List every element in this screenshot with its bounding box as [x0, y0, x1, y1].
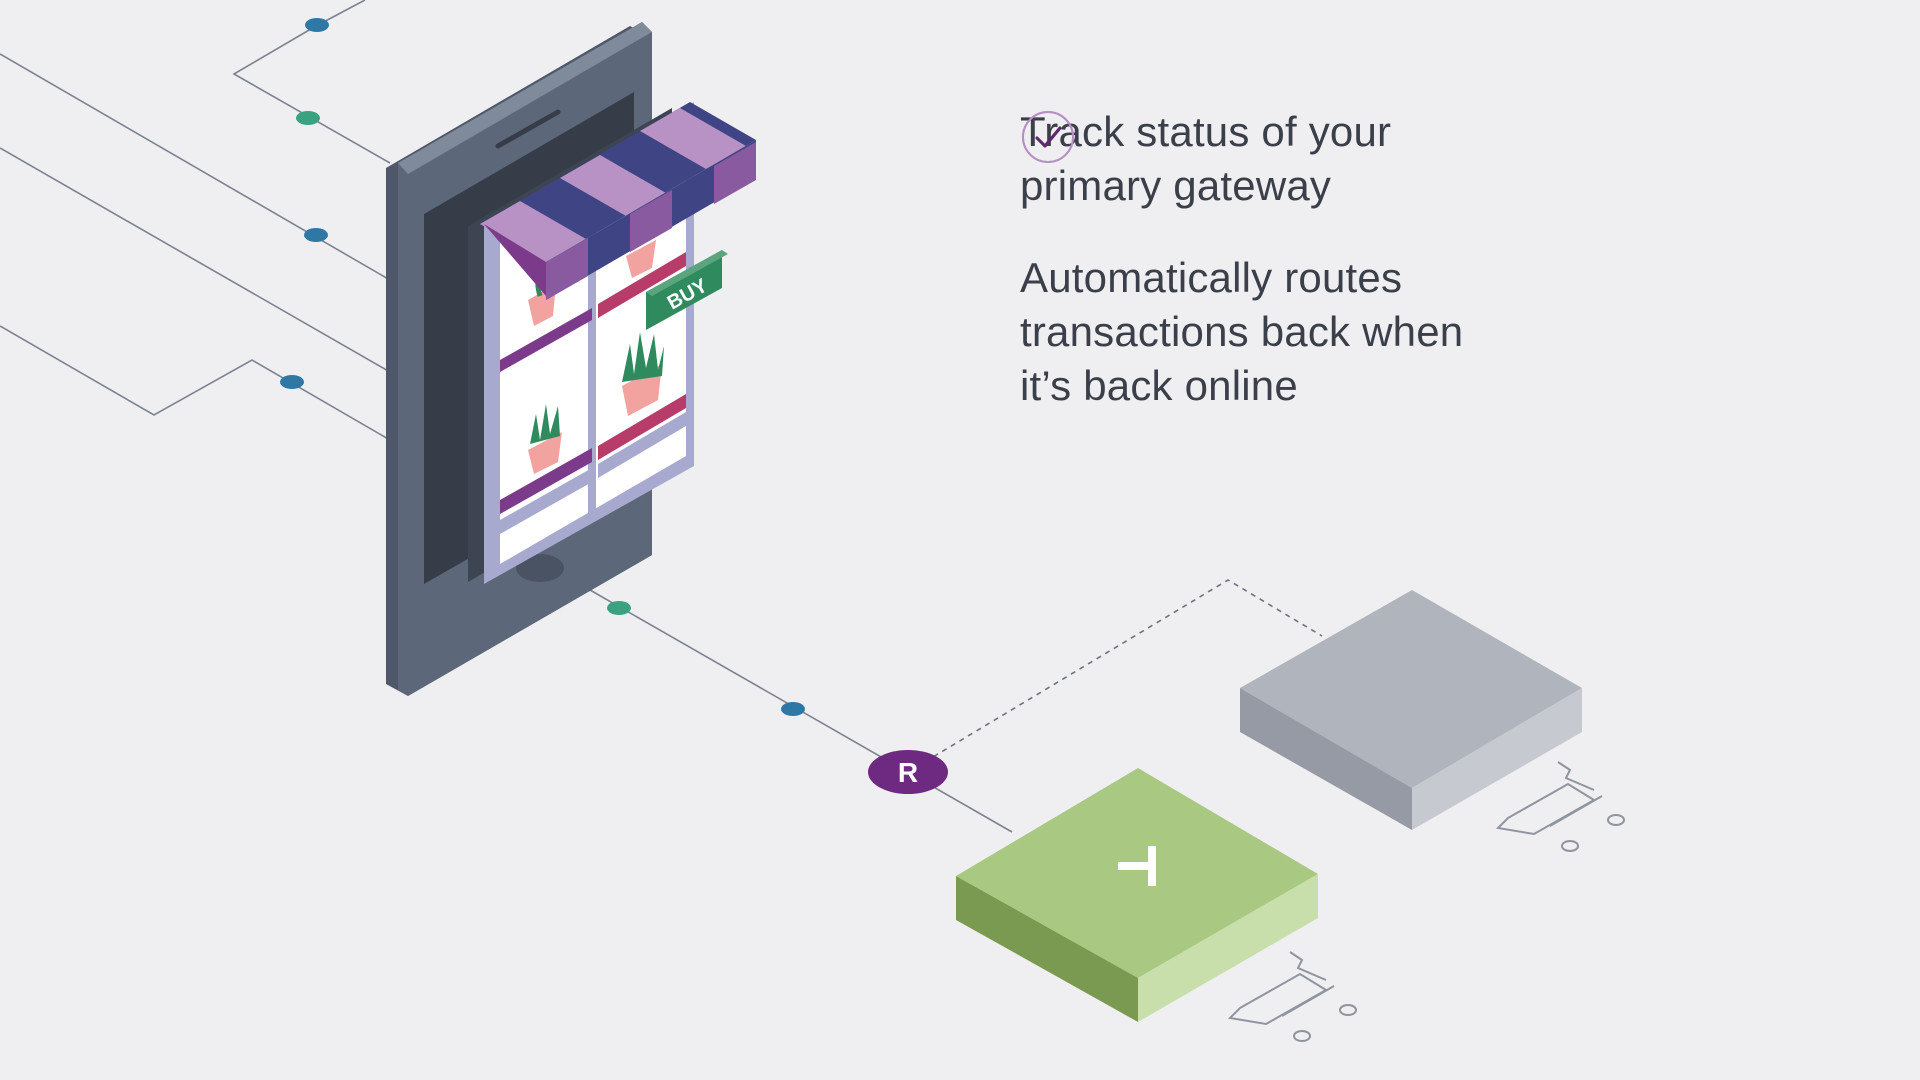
storefront	[468, 102, 756, 584]
shelf	[500, 468, 592, 534]
phone-speaker	[495, 109, 561, 149]
shelf	[598, 252, 686, 318]
feature-item: Track status of your primary gateway	[1020, 105, 1640, 213]
node-dot-blue	[781, 702, 805, 716]
phone-top-edge	[398, 22, 652, 174]
potted-plant	[622, 332, 664, 416]
primary-gateway-box	[956, 768, 1318, 1022]
phone-home-button	[516, 554, 564, 582]
backup-route-dashed-line	[907, 579, 1323, 773]
feature-text: Track status of your primary gateway	[1020, 105, 1391, 213]
box-top	[956, 768, 1318, 978]
node-dot-blue	[305, 18, 329, 32]
feature-text: Automatically routes transactions back w…	[1020, 251, 1463, 413]
box-left	[1240, 688, 1412, 830]
feature-item: Automatically routes transactions back w…	[1020, 111, 1640, 413]
buy-sign-top	[646, 250, 728, 296]
feature-line: transactions back when	[1020, 308, 1464, 355]
node-dot-blue	[280, 375, 304, 389]
feature-line: Track status of your	[1020, 108, 1392, 155]
awning-stripe	[560, 155, 666, 216]
node-dot-green	[607, 601, 631, 615]
awning-stripe	[480, 201, 586, 262]
feature-list: Track status of your primary gateway Aut…	[1020, 105, 1640, 451]
awning-stripe	[714, 142, 756, 204]
backup-gateway-box	[1240, 590, 1582, 830]
check-circle-icon	[1022, 111, 1074, 163]
shelf	[598, 394, 686, 460]
router-badge-letter: R	[898, 757, 918, 788]
shelf	[598, 412, 686, 478]
awning-side	[484, 224, 546, 296]
router-badge	[868, 750, 948, 794]
cart-icon	[1227, 951, 1357, 1042]
node-dot-blue	[304, 228, 328, 242]
network-line	[0, 325, 391, 441]
awning-stripe	[640, 108, 746, 169]
box-right	[1412, 688, 1582, 830]
awning-stripe	[546, 238, 588, 300]
feature-line: Automatically routes	[1020, 254, 1403, 301]
node-dot-green	[296, 111, 320, 125]
potted-plant	[528, 404, 562, 474]
feature-line: primary gateway	[1020, 162, 1332, 209]
awning-stripe	[630, 190, 672, 252]
cart-icon	[1495, 761, 1625, 852]
box-left	[956, 876, 1138, 1022]
network-line	[0, 147, 391, 373]
box-top	[1240, 590, 1582, 788]
network-line	[0, 53, 391, 281]
router-node: R	[868, 750, 948, 794]
feature-line: it’s back online	[1020, 362, 1298, 409]
potted-plant	[626, 240, 656, 278]
shelf	[500, 308, 592, 372]
shelf	[500, 448, 592, 514]
buy-sign-board	[646, 250, 722, 330]
box-right	[1138, 874, 1318, 1022]
